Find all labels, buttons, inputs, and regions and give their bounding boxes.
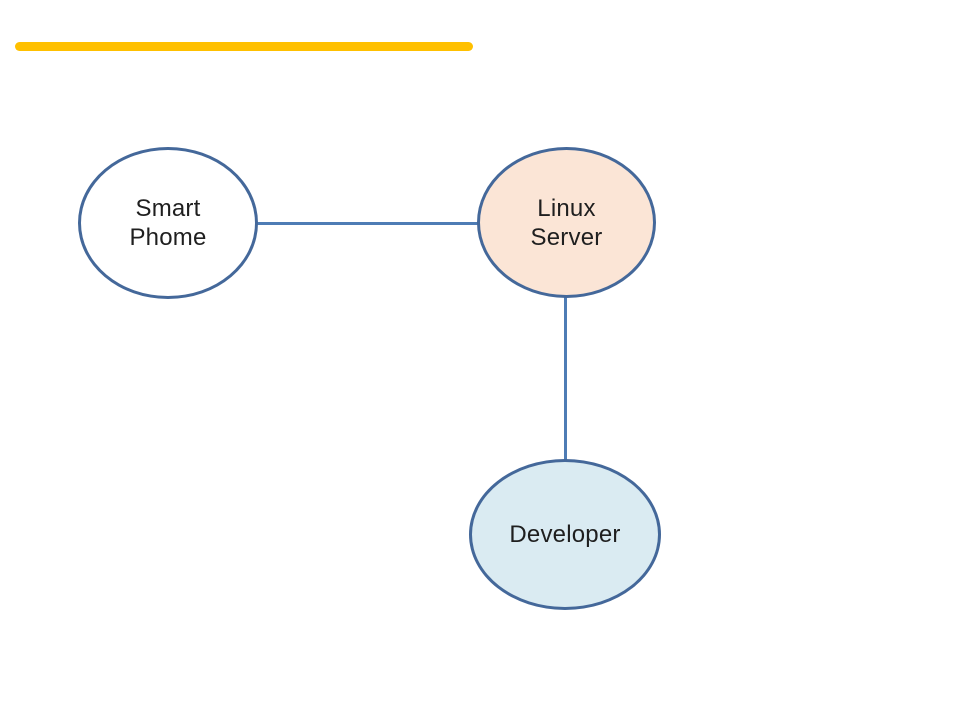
connector-smartphome-linuxserver bbox=[256, 222, 478, 225]
node-linux-server-label: Linux Server bbox=[530, 194, 603, 251]
node-smart-phome: Smart Phome bbox=[78, 147, 258, 299]
connector-linuxserver-developer bbox=[564, 296, 567, 461]
node-linux-server: Linux Server bbox=[477, 147, 656, 298]
node-developer: Developer bbox=[469, 459, 661, 610]
node-smart-phome-label: Smart Phome bbox=[129, 195, 207, 251]
node-developer-label: Developer bbox=[509, 521, 621, 548]
accent-bar bbox=[15, 42, 473, 51]
